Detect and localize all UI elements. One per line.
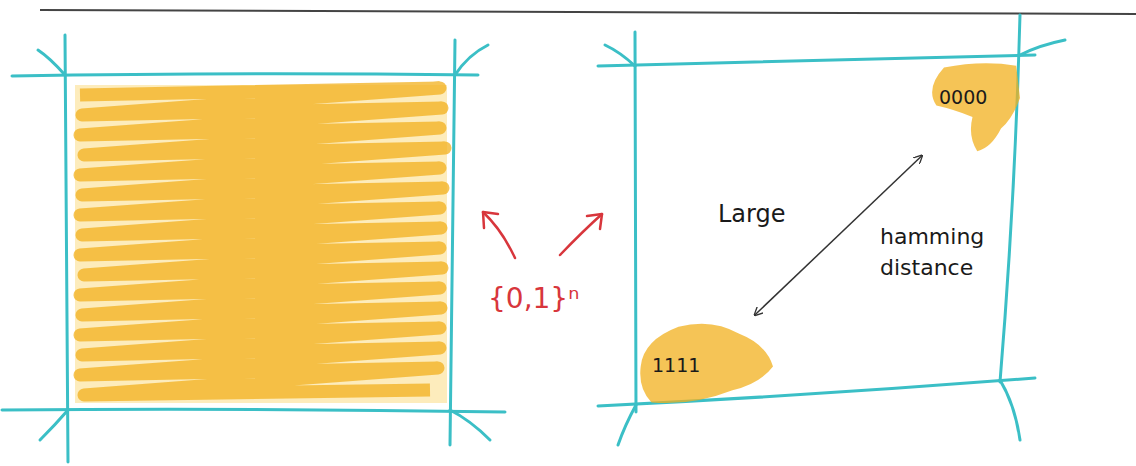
blob-node: 1111 [638,318,773,406]
annotation: hamming distance [880,222,1010,284]
fill-scribble [80,88,445,395]
bit-string: 1111 [652,354,700,376]
red-arrows [483,212,602,258]
annotation: Large [718,200,786,228]
annotation: {0,1}ⁿ [488,282,579,315]
bit-string: 0000 [939,86,987,108]
fill-ground [75,85,447,403]
top-rule [40,10,1136,14]
blob-node: 0000 [925,60,1020,155]
square-outline [598,15,1065,445]
square-outline [2,35,505,462]
